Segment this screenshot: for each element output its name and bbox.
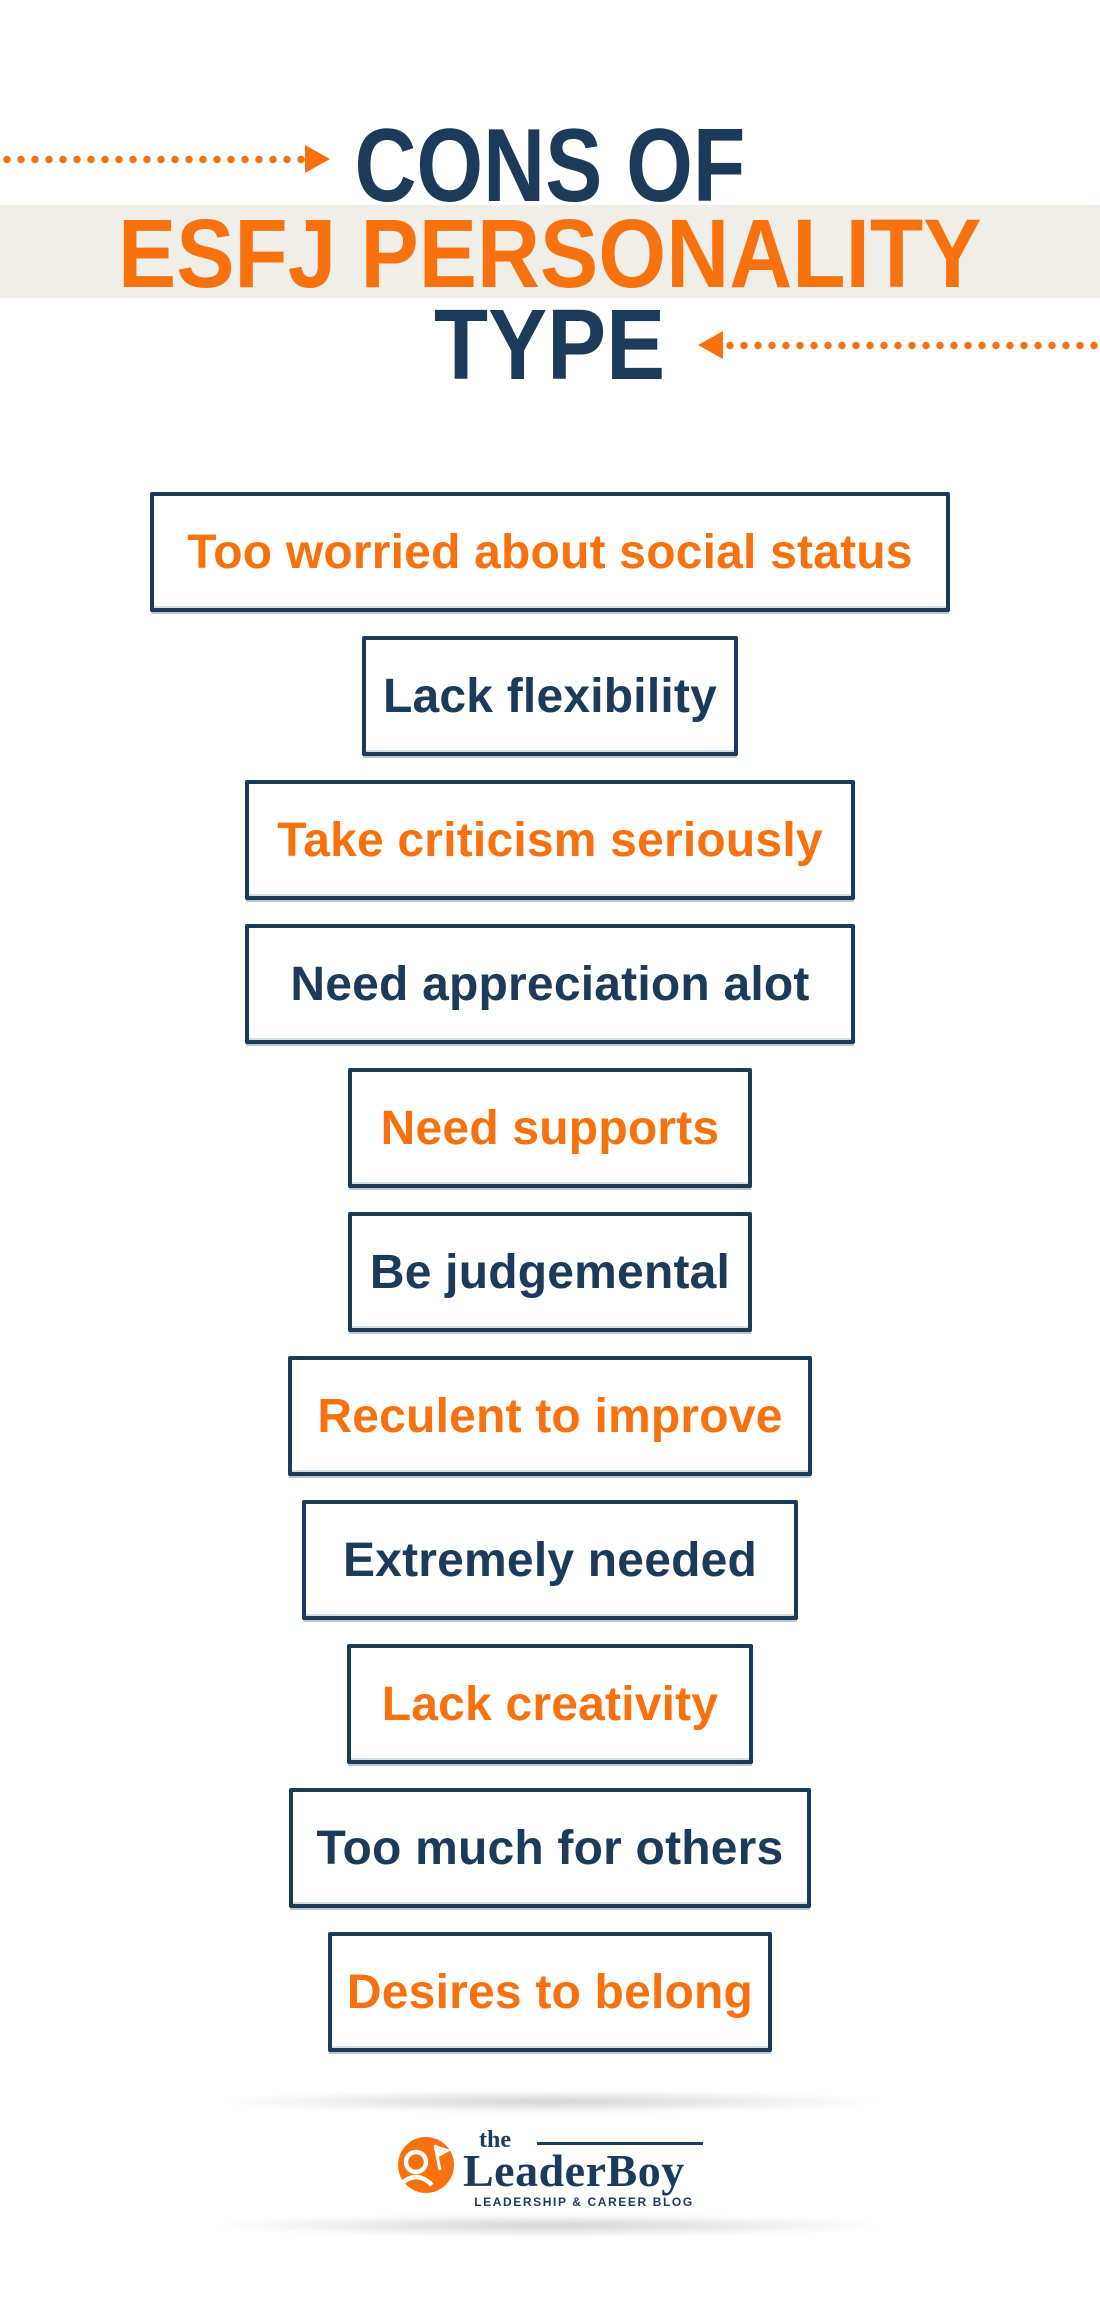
title-highlight-band — [0, 205, 1100, 298]
con-item-box: Need appreciation alot — [245, 924, 855, 1044]
arrowhead-right-icon — [305, 145, 330, 173]
con-item-box: Be judgemental — [348, 1212, 752, 1332]
title-line-1: CONS OF — [354, 108, 746, 224]
arrowhead-left-icon — [698, 331, 723, 359]
person-with-flag-icon — [398, 2137, 454, 2193]
con-item-box: Desires to belong — [328, 1932, 772, 2052]
dotted-arrow-right — [698, 330, 1100, 360]
con-item-label: Take criticism seriously — [277, 813, 823, 867]
brand-name: LeaderBoy — [463, 2145, 685, 2196]
logo-text-block: the LeaderBoy LEADERSHIP & CAREER BLOG — [463, 2126, 705, 2210]
con-item-box: Lack flexibility — [362, 636, 738, 756]
con-item-label: Need appreciation alot — [290, 957, 810, 1011]
con-item-label: Too worried about social status — [187, 525, 913, 579]
con-item-label: Too much for others — [316, 1821, 784, 1875]
con-item-label: Be judgemental — [369, 1245, 731, 1299]
brand-tagline: LEADERSHIP & CAREER BLOG — [474, 2195, 694, 2210]
con-item-box: Lack creativity — [347, 1644, 753, 1764]
title-line-3: TYPE — [434, 289, 666, 401]
con-item-label: Reculent to improve — [317, 1389, 783, 1443]
footer-brand: the LeaderBoy LEADERSHIP & CAREER BLOG — [0, 2126, 1100, 2210]
logo-top-row: the — [463, 2126, 705, 2153]
dotted-arrow-left — [0, 144, 330, 174]
dotted-line — [0, 154, 305, 164]
con-item-box: Take criticism seriously — [245, 780, 855, 900]
footer-bottom-shadow — [95, 2216, 1005, 2240]
title-line-2: ESFJ PERSONALITY — [118, 199, 982, 308]
dotted-line — [723, 340, 1100, 350]
logo-rule — [537, 2142, 703, 2145]
con-item-label: Lack creativity — [381, 1677, 719, 1731]
con-item-box: Too much for others — [289, 1788, 811, 1908]
con-item-label: Lack flexibility — [383, 669, 717, 723]
con-item-label: Need supports — [380, 1101, 720, 1155]
con-item-box: Need supports — [348, 1068, 752, 1188]
card-bottom-shadow — [100, 2092, 1000, 2116]
con-item-label: Extremely needed — [342, 1533, 758, 1587]
con-item-box: Extremely needed — [302, 1500, 798, 1620]
cons-list: Too worried about social status Lack fle… — [0, 492, 1100, 2076]
con-item-box: Reculent to improve — [288, 1356, 812, 1476]
brand-prefix: the — [479, 2126, 511, 2153]
con-item-label: Desires to belong — [346, 1965, 754, 2019]
con-item-box: Too worried about social status — [150, 492, 950, 612]
